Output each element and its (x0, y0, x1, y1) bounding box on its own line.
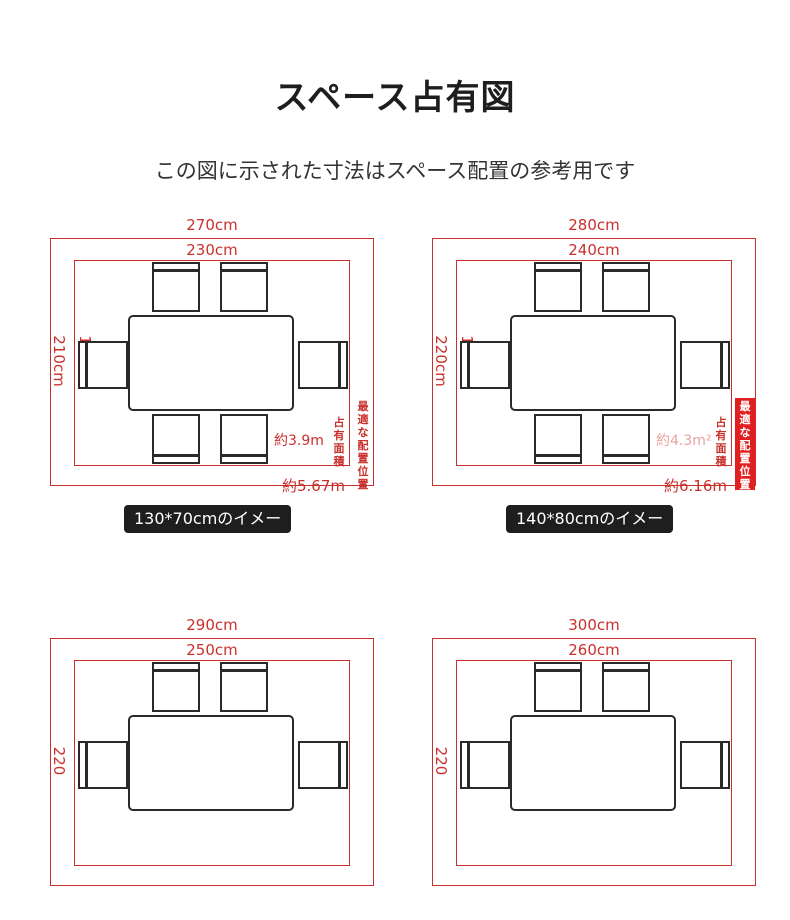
optimal-position-label: 最適な配置位置 (739, 400, 751, 491)
chair (534, 662, 582, 712)
inner-width-label: 260cm (568, 641, 620, 659)
inner-boundary (74, 260, 350, 466)
chair (78, 741, 128, 789)
chair (220, 262, 268, 312)
chair (152, 414, 200, 464)
outer-height-label: 220 (432, 746, 450, 776)
chair (298, 741, 348, 789)
caption-badge: 130*70cmのイメー (124, 505, 292, 533)
outer-boundary (50, 238, 374, 486)
chair (602, 414, 650, 464)
chair (460, 341, 510, 389)
chair (602, 262, 650, 312)
outer-width-label: 290cm (186, 616, 238, 634)
outer-height-label: 220cm (432, 335, 450, 387)
outer-boundary (432, 238, 756, 486)
occupied-area-label: 占有面積 (715, 416, 727, 468)
outer-area-label: 約5.67m (282, 477, 346, 495)
outer-width-label: 280cm (568, 216, 620, 234)
inner-width-label: 230cm (186, 241, 238, 259)
layout-panel-4: 300cm 260cm 220 180 (430, 600, 770, 920)
outer-width-label: 300cm (568, 616, 620, 634)
chair (298, 341, 348, 389)
dining-table (510, 715, 676, 811)
chair (460, 741, 510, 789)
optimal-position-label: 最適な配置位置 (357, 400, 369, 491)
dining-table (128, 315, 294, 411)
layout-panel-1: 270cm 230cm 210cm 170cm 約3.9m 約5.67m 占有面… (48, 200, 388, 533)
chair (78, 341, 128, 389)
dining-table (128, 715, 294, 811)
page-subtitle: この図に示された寸法はスペース配置の参考用です (154, 159, 636, 183)
chair (680, 741, 730, 789)
outer-width-label: 270cm (186, 216, 238, 234)
inner-boundary (456, 260, 732, 466)
chair (220, 414, 268, 464)
inner-area-label: 約4.3m² (656, 433, 712, 449)
chair (602, 662, 650, 712)
chair (152, 662, 200, 712)
layout-panel-2: 280cm 240cm 220cm 180cm 約4.3m² 約6.16m 占有… (430, 200, 770, 533)
page-title: スペース占有図 (274, 78, 516, 118)
inner-width-label: 240cm (568, 241, 620, 259)
chair (534, 414, 582, 464)
outer-area-label: 約6.16m (664, 477, 728, 495)
chair (220, 662, 268, 712)
outer-height-label: 210cm (50, 335, 68, 387)
chair (534, 262, 582, 312)
dining-table (510, 315, 676, 411)
inner-area-label: 約3.9m (274, 433, 324, 449)
outer-height-label: 220 (50, 746, 68, 776)
inner-width-label: 250cm (186, 641, 238, 659)
chair (680, 341, 730, 389)
chair (152, 262, 200, 312)
optimal-position-highlight (735, 398, 755, 490)
caption-badge: 140*80cmのイメー (506, 505, 674, 533)
occupied-area-label: 占有面積 (333, 416, 345, 468)
layout-panel-3: 290cm 250cm 220 180 (48, 600, 388, 920)
